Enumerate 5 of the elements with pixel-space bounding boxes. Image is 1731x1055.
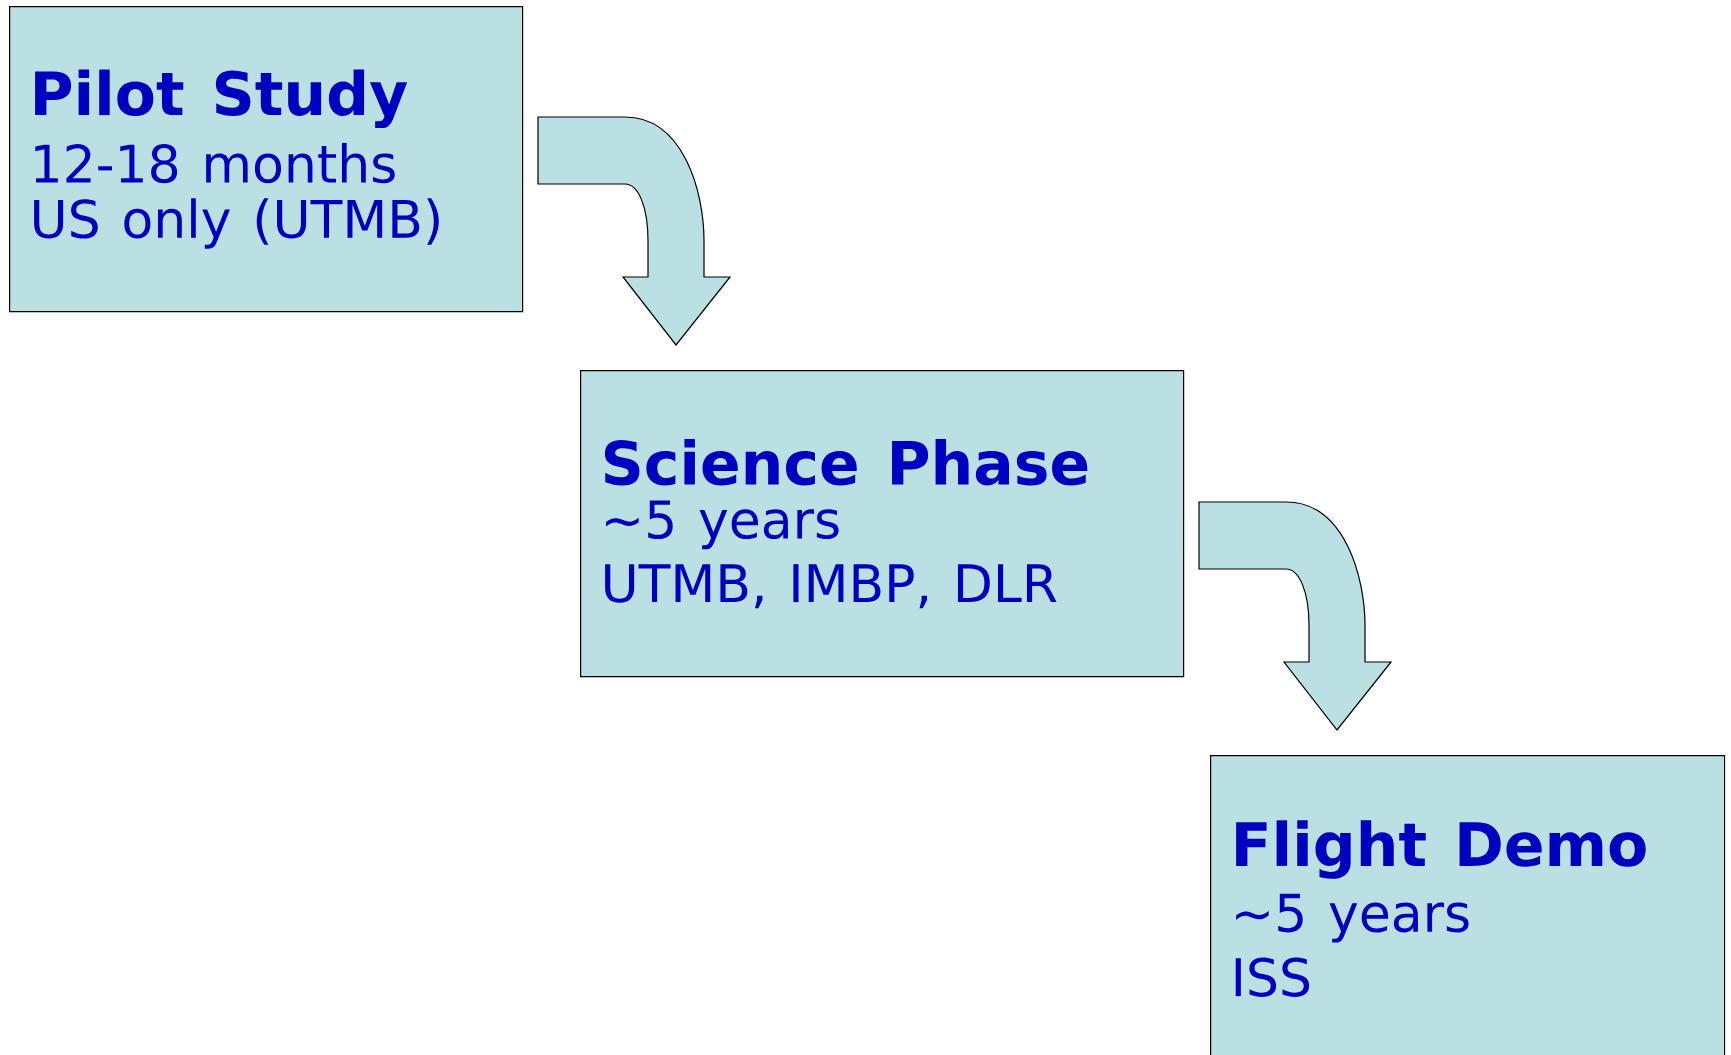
stage-box: Flight Demo ~5 years ISS [1210,755,1726,1055]
bent-arrow [1198,501,1392,731]
bent-arrow [537,116,731,346]
stage-box: Science Phase ~5 years UTMB, IMBP, DLR [580,370,1185,678]
stage-box: Pilot Study 12-18 months US only (UTMB) [9,6,524,313]
